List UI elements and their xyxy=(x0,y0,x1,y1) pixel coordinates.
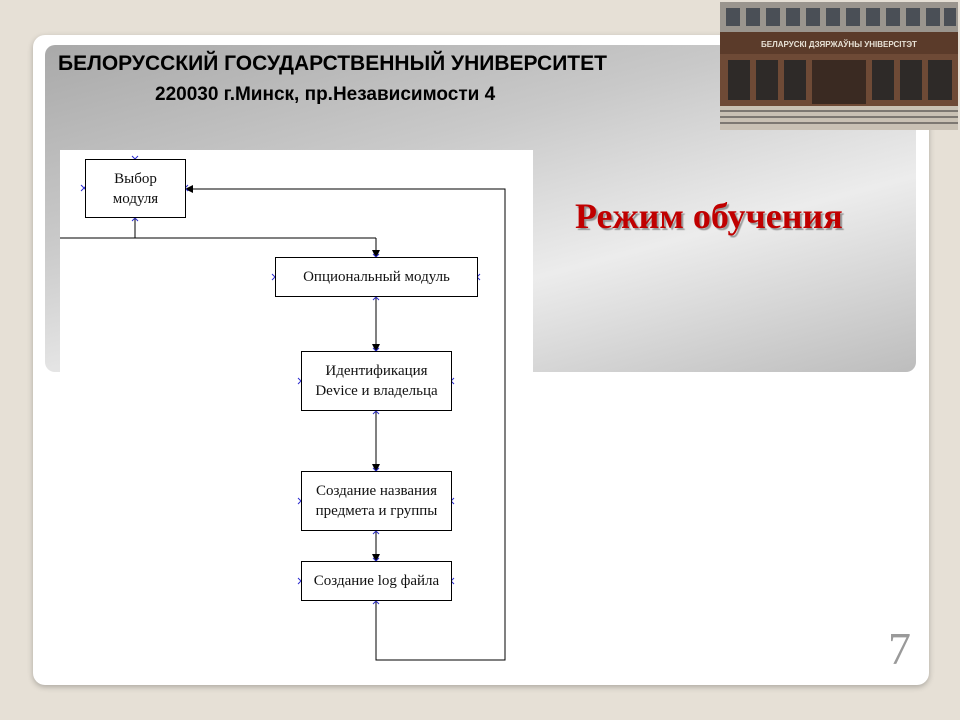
box-identification: Идентификация Device и владельца xyxy=(301,351,452,411)
box-create-names: Создание названия предмета и группы xyxy=(301,471,452,531)
box-identification-line1: Идентификация xyxy=(325,363,428,379)
building-illustration: БЕЛАРУСКІ ДЗЯРЖАЎНЫ УНІВЕРСІТЭТ xyxy=(720,2,958,130)
box-optional-module: Опциональный модуль xyxy=(275,257,478,297)
page-number: 7 xyxy=(888,623,911,674)
box-select-module-line2: модуля xyxy=(112,190,159,207)
box-identification-line2: Device и владельца xyxy=(315,383,438,399)
university-building-photo: БЕЛАРУСКІ ДЗЯРЖАЎНЫ УНІВЕРСІТЭТ xyxy=(720,2,958,130)
photo-sign-text: БЕЛАРУСКІ ДЗЯРЖАЎНЫ УНІВЕРСІТЭТ xyxy=(761,40,917,49)
box-create-names-line2: предмета и группы xyxy=(315,503,438,519)
slide-title: Режим обучения xyxy=(575,196,843,236)
university-name: БЕЛОРУССКИЙ ГОСУДАРСТВЕННЫЙ УНИВЕРСИТЕТ xyxy=(58,52,607,75)
box-create-names-line1: Создание названия xyxy=(315,483,438,499)
box-select-module-line1: Выбор xyxy=(114,170,157,187)
loop-back-connector xyxy=(185,185,506,661)
university-address: 220030 г.Минск, пр.Независимости 4 xyxy=(155,84,496,105)
box-create-log: Создание log файла xyxy=(301,561,452,601)
box-optional-module-label: Опциональный модуль xyxy=(303,269,450,285)
box-create-log-label: Создание log файла xyxy=(313,573,440,589)
box-select-module: Выбор модуля xyxy=(85,159,186,218)
